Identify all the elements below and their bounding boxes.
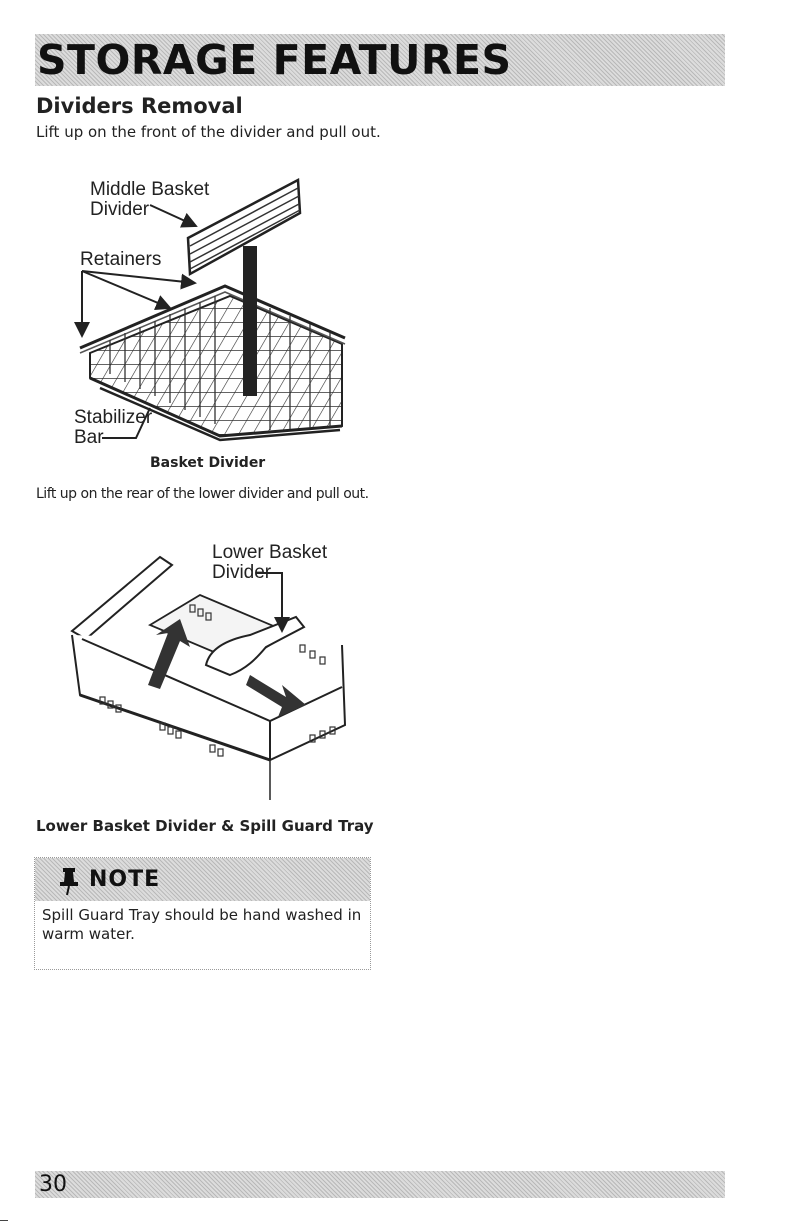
instruction-step-1: Lift up on the front of the divider and … xyxy=(36,123,381,141)
middle-basket-divider-label: Middle Basket Divider xyxy=(90,180,209,220)
basket-divider-illustration: Middle Basket Divider Retainers Stabiliz… xyxy=(70,168,350,450)
lower-basket-divider-label: Lower Basket Divider xyxy=(212,543,327,583)
callout-divider-line1: Middle Basket xyxy=(90,179,210,200)
note-title: NOTE xyxy=(89,867,161,892)
section-banner-title: STORAGE FEATURES xyxy=(37,36,512,84)
figure-caption-lower-basket-divider: Lower Basket Divider & Spill Guard Tray xyxy=(36,817,374,835)
note-text: Spill Guard Tray should be hand washed i… xyxy=(42,906,362,943)
callout-lower-divider-line2: Divider xyxy=(212,562,272,583)
basket-divider-drawing xyxy=(74,177,346,442)
note-header: NOTE xyxy=(35,858,370,901)
section-heading: Dividers Removal xyxy=(36,94,243,118)
pushpin-icon xyxy=(60,868,78,896)
section-banner: STORAGE FEATURES xyxy=(35,34,725,86)
figure-caption-basket-divider: Basket Divider xyxy=(150,455,266,471)
instruction-step-2: Lift up on the rear of the lower divider… xyxy=(36,486,369,502)
lower-basket-divider-drawing xyxy=(70,555,347,800)
note-box: NOTE Spill Guard Tray should be hand was… xyxy=(34,857,371,970)
retainers-label: Retainers xyxy=(80,249,162,270)
margin-mark xyxy=(0,1220,8,1221)
page-number: 30 xyxy=(39,1172,67,1197)
lower-basket-divider-illustration: Lower Basket Divider xyxy=(60,535,350,810)
page-footer-band: 30 xyxy=(35,1171,725,1198)
callout-stabilizer-line1: Stabilizer xyxy=(74,407,153,428)
callout-divider-line2: Divider xyxy=(90,199,150,220)
callout-stabilizer-line2: Bar xyxy=(74,427,104,448)
stabilizer-bar-label: Stabilizer Bar xyxy=(74,408,152,448)
callout-lower-divider-line1: Lower Basket xyxy=(212,542,328,563)
